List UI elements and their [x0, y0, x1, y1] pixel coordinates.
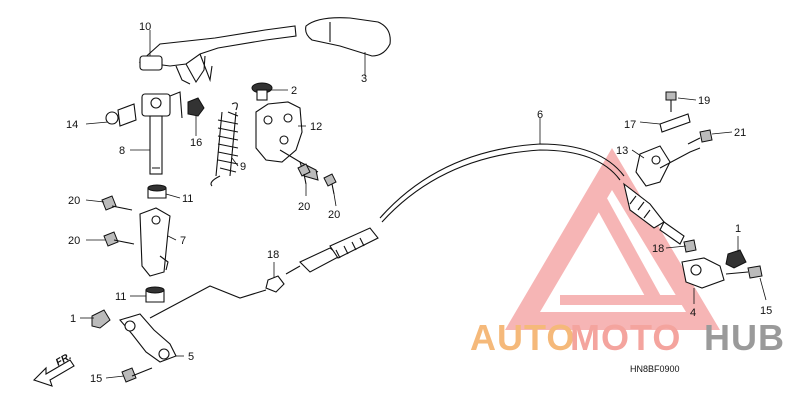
- part-number-19: 19: [698, 95, 710, 107]
- part-number-4: 4: [690, 307, 696, 319]
- nut-left: [265, 275, 285, 293]
- watermark-auto: AUTO: [470, 317, 575, 358]
- part-number-15-a: 15: [90, 373, 102, 385]
- part-number-11-b: 11: [115, 291, 126, 303]
- lower-pivot: [91, 285, 267, 383]
- diagram-code: HN8BF0900: [630, 364, 680, 374]
- front-direction-indicator: FR.: [32, 351, 75, 387]
- handle-lever: [138, 25, 297, 85]
- part-number-12: 12: [310, 121, 322, 133]
- part-number-14: 14: [66, 119, 78, 131]
- part-number-1-b: 1: [735, 223, 741, 235]
- part-number-15-b: 15: [760, 305, 772, 317]
- part-number-3: 3: [361, 73, 367, 85]
- grip: [305, 17, 391, 57]
- upper-right-bracket: [635, 91, 713, 187]
- spring: [210, 102, 239, 187]
- part-number-18-b: 18: [652, 243, 664, 255]
- part-number-labels: 10 3 2 12 14 16 8 9 6 19 17 21 13 20 11 …: [66, 21, 772, 385]
- knob: [251, 82, 273, 101]
- watermark-moto: MOTO: [570, 317, 681, 358]
- part-number-20-a: 20: [68, 195, 80, 207]
- part-number-7: 7: [180, 235, 186, 247]
- part-number-2: 2: [291, 85, 297, 97]
- watermark-hub: HUB: [704, 317, 785, 358]
- watermark-logo: AUTO MOTO HUB: [470, 317, 785, 358]
- watermark-triangle: [505, 148, 720, 330]
- part-number-5: 5: [188, 351, 194, 363]
- part-number-21: 21: [734, 127, 746, 139]
- part-number-20-d: 20: [68, 235, 80, 247]
- part-number-20-c: 20: [328, 209, 340, 221]
- part-number-6: 6: [537, 109, 543, 121]
- leader-lines: [80, 30, 767, 379]
- bolts-bracket: [297, 163, 337, 195]
- part-number-16: 16: [190, 137, 202, 149]
- lower-right-bracket: [681, 239, 763, 289]
- part-number-20-b: 20: [298, 201, 310, 213]
- part-number-1-a: 1: [70, 313, 76, 325]
- part-number-11-a: 11: [182, 193, 193, 205]
- rod-assembly: [105, 91, 205, 175]
- part-number-10: 10: [139, 21, 151, 33]
- part-number-18-a: 18: [267, 249, 279, 261]
- part-number-13: 13: [616, 145, 628, 157]
- arm-assembly: [101, 184, 171, 303]
- part-number-8: 8: [119, 145, 125, 157]
- control-cable: [285, 143, 685, 275]
- part-number-9: 9: [240, 161, 246, 173]
- part-number-17: 17: [624, 119, 636, 131]
